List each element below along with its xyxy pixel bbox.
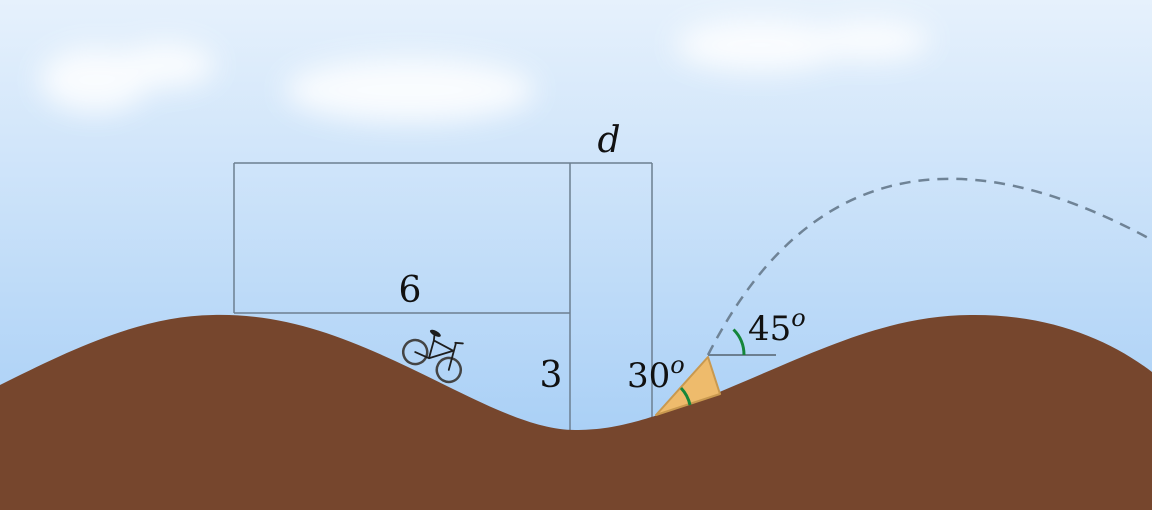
- bicycle-icon: [401, 329, 464, 384]
- label-ramp-angle: 30o: [627, 351, 685, 396]
- launch-angle-degree: o: [791, 304, 805, 332]
- trajectory-path: [706, 177, 1152, 356]
- label-distance-six: 6: [399, 270, 422, 311]
- ramp-angle-value: 30: [627, 356, 670, 396]
- launch-angle-arc: [732, 328, 746, 356]
- label-drop-three: 3: [540, 355, 563, 396]
- launch-angle-value: 45: [748, 309, 791, 349]
- label-gap-d: d: [597, 120, 620, 161]
- dimension-lines: [233, 162, 653, 430]
- ramp-triangle: [655, 356, 721, 416]
- label-launch-angle: 45o: [748, 304, 806, 349]
- ground-hills: [0, 314, 1152, 510]
- ramp-angle-degree: o: [670, 351, 684, 379]
- clouds: [40, 19, 930, 122]
- ramp-angle-arc: [679, 386, 692, 406]
